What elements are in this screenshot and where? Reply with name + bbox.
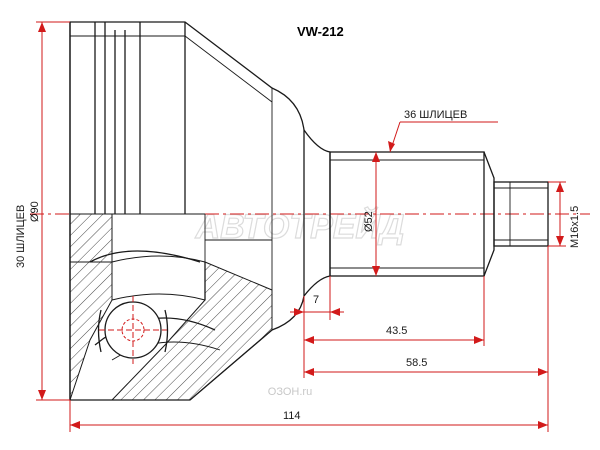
shaft xyxy=(303,129,549,297)
diameter-shaft-label: Ø52 xyxy=(363,211,375,232)
dim-7-label: 7 xyxy=(313,294,319,306)
diameter-outer-label: Ø90 xyxy=(29,201,41,222)
dim-114-label: 114 xyxy=(283,410,301,422)
dimensions xyxy=(36,21,566,432)
spline-count-outer: 36 ШЛИЦЕВ xyxy=(404,109,467,121)
housing xyxy=(69,21,305,401)
watermark-site: ОЗОН.ru xyxy=(268,386,312,398)
dim-43-5-label: 43.5 xyxy=(386,325,407,337)
dim-58-5-label: 58.5 xyxy=(406,357,427,369)
part-number: VW-212 xyxy=(297,24,344,39)
spline-count-inner: 30 ШЛИЦЕВ xyxy=(15,205,27,268)
thread-label: M16x1.5 xyxy=(569,206,581,248)
